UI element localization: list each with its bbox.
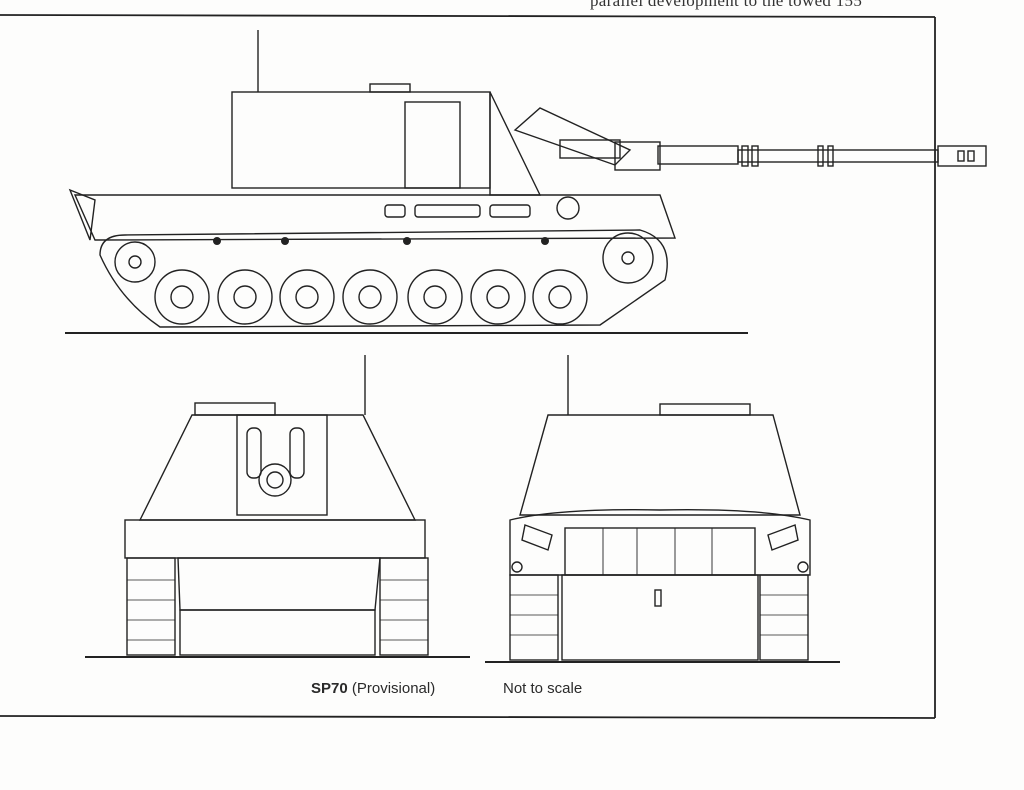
side-view [65, 30, 987, 334]
caption-note: Not to scale [503, 680, 583, 697]
figure-caption: SP70 (Provisional) [311, 680, 435, 697]
road-wheels [154, 269, 588, 325]
front-view [85, 355, 470, 658]
caption-subtitle: (Provisional) [351, 680, 436, 697]
figure-frame [0, 14, 936, 719]
rear-view [485, 355, 840, 663]
running-text-fragment: parallel development to the towed 155 [590, 0, 863, 10]
caption-title: SP70 [311, 680, 348, 697]
